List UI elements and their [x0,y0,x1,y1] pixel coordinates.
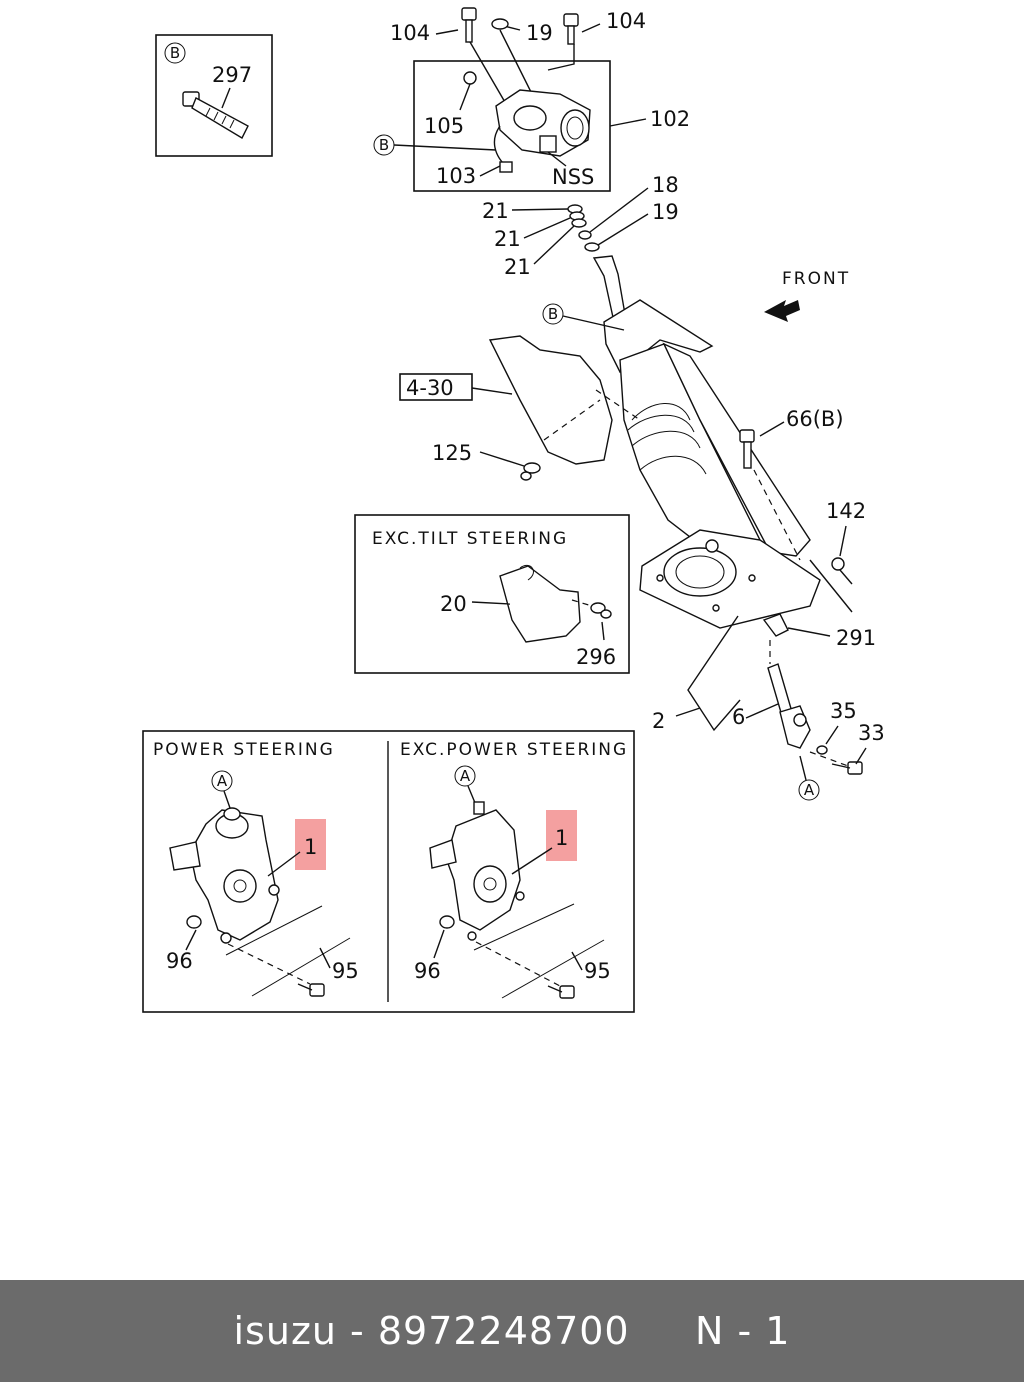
part-66b-label: 66(B) [786,407,844,431]
part-20-label: 20 [440,592,467,616]
o-ring-19-icon [491,18,509,30]
nss-label: NSS [552,165,594,189]
bolt-104-right-icon [563,13,579,45]
footer-bar: isuzu - 8972248700 N - 1 [0,1280,1024,1382]
ps-right-marker-a: A [460,767,471,785]
bolt-104-left-icon [461,7,477,43]
ps-left-marker-a: A [217,772,228,790]
cable-tie-icon [182,91,249,139]
ring-19-icon [584,242,600,252]
bolt-66-icon [739,429,755,469]
highlight-box [295,819,326,870]
washer-group: 21 21 21 18 19 [482,173,679,279]
ref-4-30-label: 4-30 [406,376,454,400]
screw-142-icon [831,557,853,585]
part-104-left-label: 104 [390,21,430,45]
part-102-label: 102 [650,107,690,131]
marker-a-icon [211,770,233,792]
part-21-b-label: 21 [494,227,521,251]
part-104-right-label: 104 [606,9,646,33]
tilt-steering-box: EXC.TILT STEERING 20 296 [354,514,630,674]
marker-a-icon [454,765,476,787]
ps-right-bolt-label: 95 [584,959,611,983]
ref-box [399,373,473,401]
part-6-label: 6 [732,705,745,729]
front-label: FRONT [782,269,850,289]
bolt-33-icon [831,761,863,775]
front-indicator: FRONT [764,269,850,322]
clip-291-icon [762,613,789,637]
front-arrow-icon [764,300,800,322]
part-296-label: 296 [576,645,616,669]
nut-96-icon [186,915,202,929]
power-steering-gear-icon [169,807,280,944]
switch-group: 104 19 104 105 B [373,7,690,192]
ps-right-item-label: 1 [555,826,568,850]
ps-left-item-label: 1 [304,835,317,859]
steering-column: B 4-30 125 66(B) 142 [399,255,885,801]
ps-left-bolt-label: 95 [332,959,359,983]
part-291-label: 291 [836,626,876,650]
part-35-label: 35 [830,699,857,723]
bolt-95-icon [547,985,575,999]
ps-right-nut-label: 96 [414,959,441,983]
steering-gear-box: POWER STEERING EXC.POWER STEERING A 1 96 [142,730,635,1013]
bolt-95-icon [297,983,325,997]
part-19-label: 19 [652,200,679,224]
nut-96-icon [439,915,455,929]
cover-20-icon [499,564,581,643]
marker-b-icon [164,42,186,64]
ring-18-icon [578,230,592,240]
ps-left-title: POWER STEERING [153,740,335,760]
ps-left-nut-label: 96 [166,949,193,973]
screw-105-icon [463,71,477,85]
part-19-top-label: 19 [526,21,553,45]
part-21-c-label: 21 [504,255,531,279]
part-125-label: 125 [432,441,472,465]
column-marker-a: A [804,781,815,799]
part-105-label: 105 [424,114,464,138]
washer-35-icon [816,745,828,755]
switch-marker-b: B [379,136,389,154]
washer-21-icon [571,218,587,228]
highlight-box [546,810,577,861]
manual-steering-gear-icon [429,801,525,941]
footer-text: isuzu - 8972248700 N - 1 [233,1309,791,1353]
inset-b-marker: B [170,44,180,62]
clip-125-icon [520,462,541,481]
marker-b-icon [542,303,564,325]
inset-b-box: B 297 [155,34,273,157]
marker-a-icon [798,779,820,801]
intermediate-shaft-icon [767,663,811,749]
part-103-label: 103 [436,164,476,188]
clip-296-icon [590,602,612,619]
ignition-switch-icon [495,89,591,157]
tilt-box-title: EXC.TILT STEERING [372,529,568,549]
part-21-a-label: 21 [482,199,509,223]
parts-diagram: B 297 104 19 104 [142,7,885,1013]
ps-right-title: EXC.POWER STEERING [400,740,628,760]
part-33-label: 33 [858,721,885,745]
part-18-label: 18 [652,173,679,197]
part-142-label: 142 [826,499,866,523]
column-marker-b: B [548,305,558,323]
part-2-label: 2 [652,709,665,733]
column-cover-bracket-icon [488,335,613,465]
part-297-label: 297 [212,63,252,87]
